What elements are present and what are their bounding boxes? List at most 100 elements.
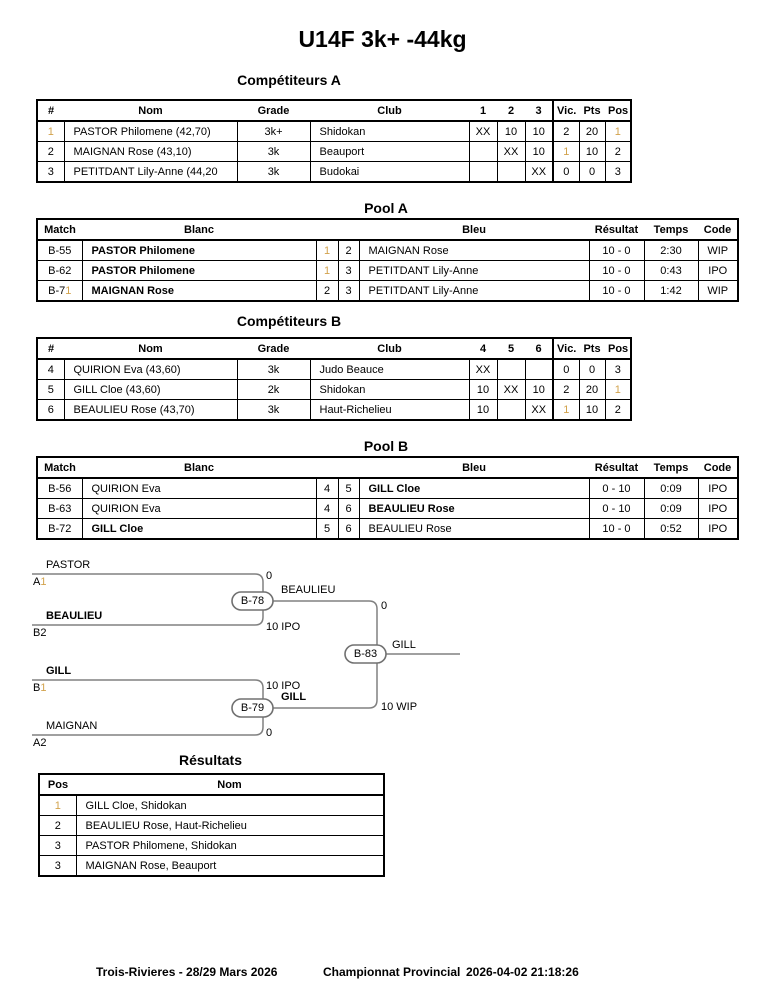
table-row: 2 MAIGNAN Rose (43,10) 3k Beauport XX 10… (36, 141, 632, 162)
cell-club: Judo Beauce (309, 358, 470, 380)
cell-blanc: QUIRION Eva (81, 477, 317, 499)
cell-vic: 0 (552, 161, 580, 183)
column-header: Code (698, 218, 738, 241)
column-header: Temps (644, 456, 698, 479)
cell-grade: 3k (236, 141, 311, 162)
cell-pos: 2 (38, 815, 77, 836)
cell-match: B-72 (36, 518, 83, 540)
table-header-row: # Nom Grade Club 1 2 3 Vic. Pts Pos (37, 99, 631, 122)
cell-pts: 20 (578, 379, 606, 400)
column-header (316, 218, 338, 241)
cell-num: 3 (36, 161, 65, 183)
cell-score: 10 (496, 120, 526, 142)
cell-blanc-num: 1 (315, 260, 339, 281)
cell-bleu: MAIGNAN Rose (358, 239, 590, 261)
column-header: Grade (237, 337, 310, 360)
column-header: Pos (39, 773, 76, 796)
cell-club: Shidokan (309, 379, 470, 400)
cell-match: B-71 (36, 280, 83, 302)
column-header: Temps (644, 218, 698, 241)
cell-resultat: 0 - 10 (588, 498, 645, 519)
column-header: Pos (605, 337, 631, 360)
cell-grade: 3k+ (236, 120, 311, 142)
cell-blanc-num: 4 (315, 498, 339, 519)
cell-score: 10 (468, 399, 498, 421)
cell-resultat: 10 - 0 (588, 280, 645, 302)
cell-vic: 2 (552, 379, 580, 400)
cell-pos: 1 (604, 379, 632, 400)
cell-vic: 1 (552, 141, 580, 162)
cell-blanc: GILL Cloe (81, 518, 317, 540)
bracket-seed1-code: A1 (33, 576, 47, 588)
bracket-seed1-name: PASTOR (46, 559, 91, 571)
column-header: Résultat (589, 456, 644, 479)
footer-print-timestamp: 2026-04-02 21:18:26 (466, 965, 579, 979)
cell-temps: 0:43 (643, 260, 699, 281)
cell-grade: 3k (236, 161, 311, 183)
table-row: 1 PASTOR Philomene (42,70) 3k+ Shidokan … (36, 120, 632, 142)
column-header: Vic. (552, 99, 579, 122)
section-heading-results: Résultats (178, 752, 243, 768)
cell-bleu-num: 6 (337, 498, 360, 519)
column-header (338, 218, 359, 241)
bracket-seed2-name: BEAULIEU (46, 610, 103, 622)
cell-nom: GILL Cloe (43,60) (63, 379, 238, 400)
cell-pos: 2 (604, 141, 632, 162)
cell-pts: 0 (578, 358, 606, 380)
cell-nom: PASTOR Philomene (42,70) (63, 120, 238, 142)
cell-score: XX (524, 399, 554, 421)
cell-pts: 10 (578, 141, 606, 162)
cell-num: 2 (36, 141, 65, 162)
column-header: Pts (579, 99, 605, 122)
column-header (338, 456, 359, 479)
page-title: U14F 3k+ -44kg (298, 26, 467, 52)
column-header: Blanc (82, 218, 316, 241)
cell-resultat: 10 - 0 (588, 260, 645, 281)
cell-match: B-62 (36, 260, 83, 281)
cell-temps: 2:30 (643, 239, 699, 261)
match-node-b78 (231, 591, 274, 611)
elimination-bracket-diagram (32, 573, 460, 736)
cell-score (468, 161, 498, 183)
cell-nom: MAIGNAN Rose (43,10) (63, 141, 238, 162)
cell-blanc: MAIGNAN Rose (81, 280, 317, 302)
cell-resultat: 10 - 0 (588, 518, 645, 540)
table-row: B-71 MAIGNAN Rose 2 3 PETITDANT Lily-Ann… (36, 280, 739, 302)
cell-bleu-num: 2 (337, 239, 360, 261)
cell-match: B-63 (36, 498, 83, 519)
table-row: 1 GILL Cloe, Shidokan (38, 794, 385, 816)
table-header-row: Pos Nom (39, 773, 384, 796)
cell-club: Shidokan (309, 120, 470, 142)
final-score-bottom: 10 WIP (381, 701, 418, 713)
cell-pts: 20 (578, 120, 606, 142)
column-header: 2 (497, 99, 525, 122)
cell-score: XX (468, 358, 498, 380)
cell-nom: BEAULIEU Rose (43,70) (63, 399, 238, 421)
cell-score: XX (496, 379, 526, 400)
cell-score: XX (468, 120, 498, 142)
cell-nom: MAIGNAN Rose, Beauport (75, 855, 385, 877)
cell-score: 10 (524, 141, 554, 162)
cell-temps: 0:09 (643, 498, 699, 519)
section-heading-competitors-a: Compétiteurs A (237, 72, 341, 88)
column-header: Grade (237, 99, 310, 122)
final-winner: GILL (392, 639, 416, 651)
cell-club: Beauport (309, 141, 470, 162)
cell-club: Budokai (309, 161, 470, 183)
bracket-seed3-name: GILL (46, 665, 72, 677)
column-header: 3 (525, 99, 553, 122)
cell-bleu: PETITDANT Lily-Anne (358, 260, 590, 281)
cell-resultat: 10 - 0 (588, 239, 645, 261)
cell-score: XX (496, 141, 526, 162)
column-header: 5 (497, 337, 525, 360)
cell-blanc: QUIRION Eva (81, 498, 317, 519)
column-header: Pts (579, 337, 605, 360)
cell-pts: 0 (578, 161, 606, 183)
cell-num: 4 (36, 358, 65, 380)
cell-code: IPO (697, 518, 739, 540)
column-header: Club (310, 99, 469, 122)
match1-label: B-78 (240, 595, 265, 607)
column-header: Match (37, 456, 82, 479)
cell-score: 10 (524, 120, 554, 142)
match2-score-bottom: 0 (266, 727, 273, 739)
